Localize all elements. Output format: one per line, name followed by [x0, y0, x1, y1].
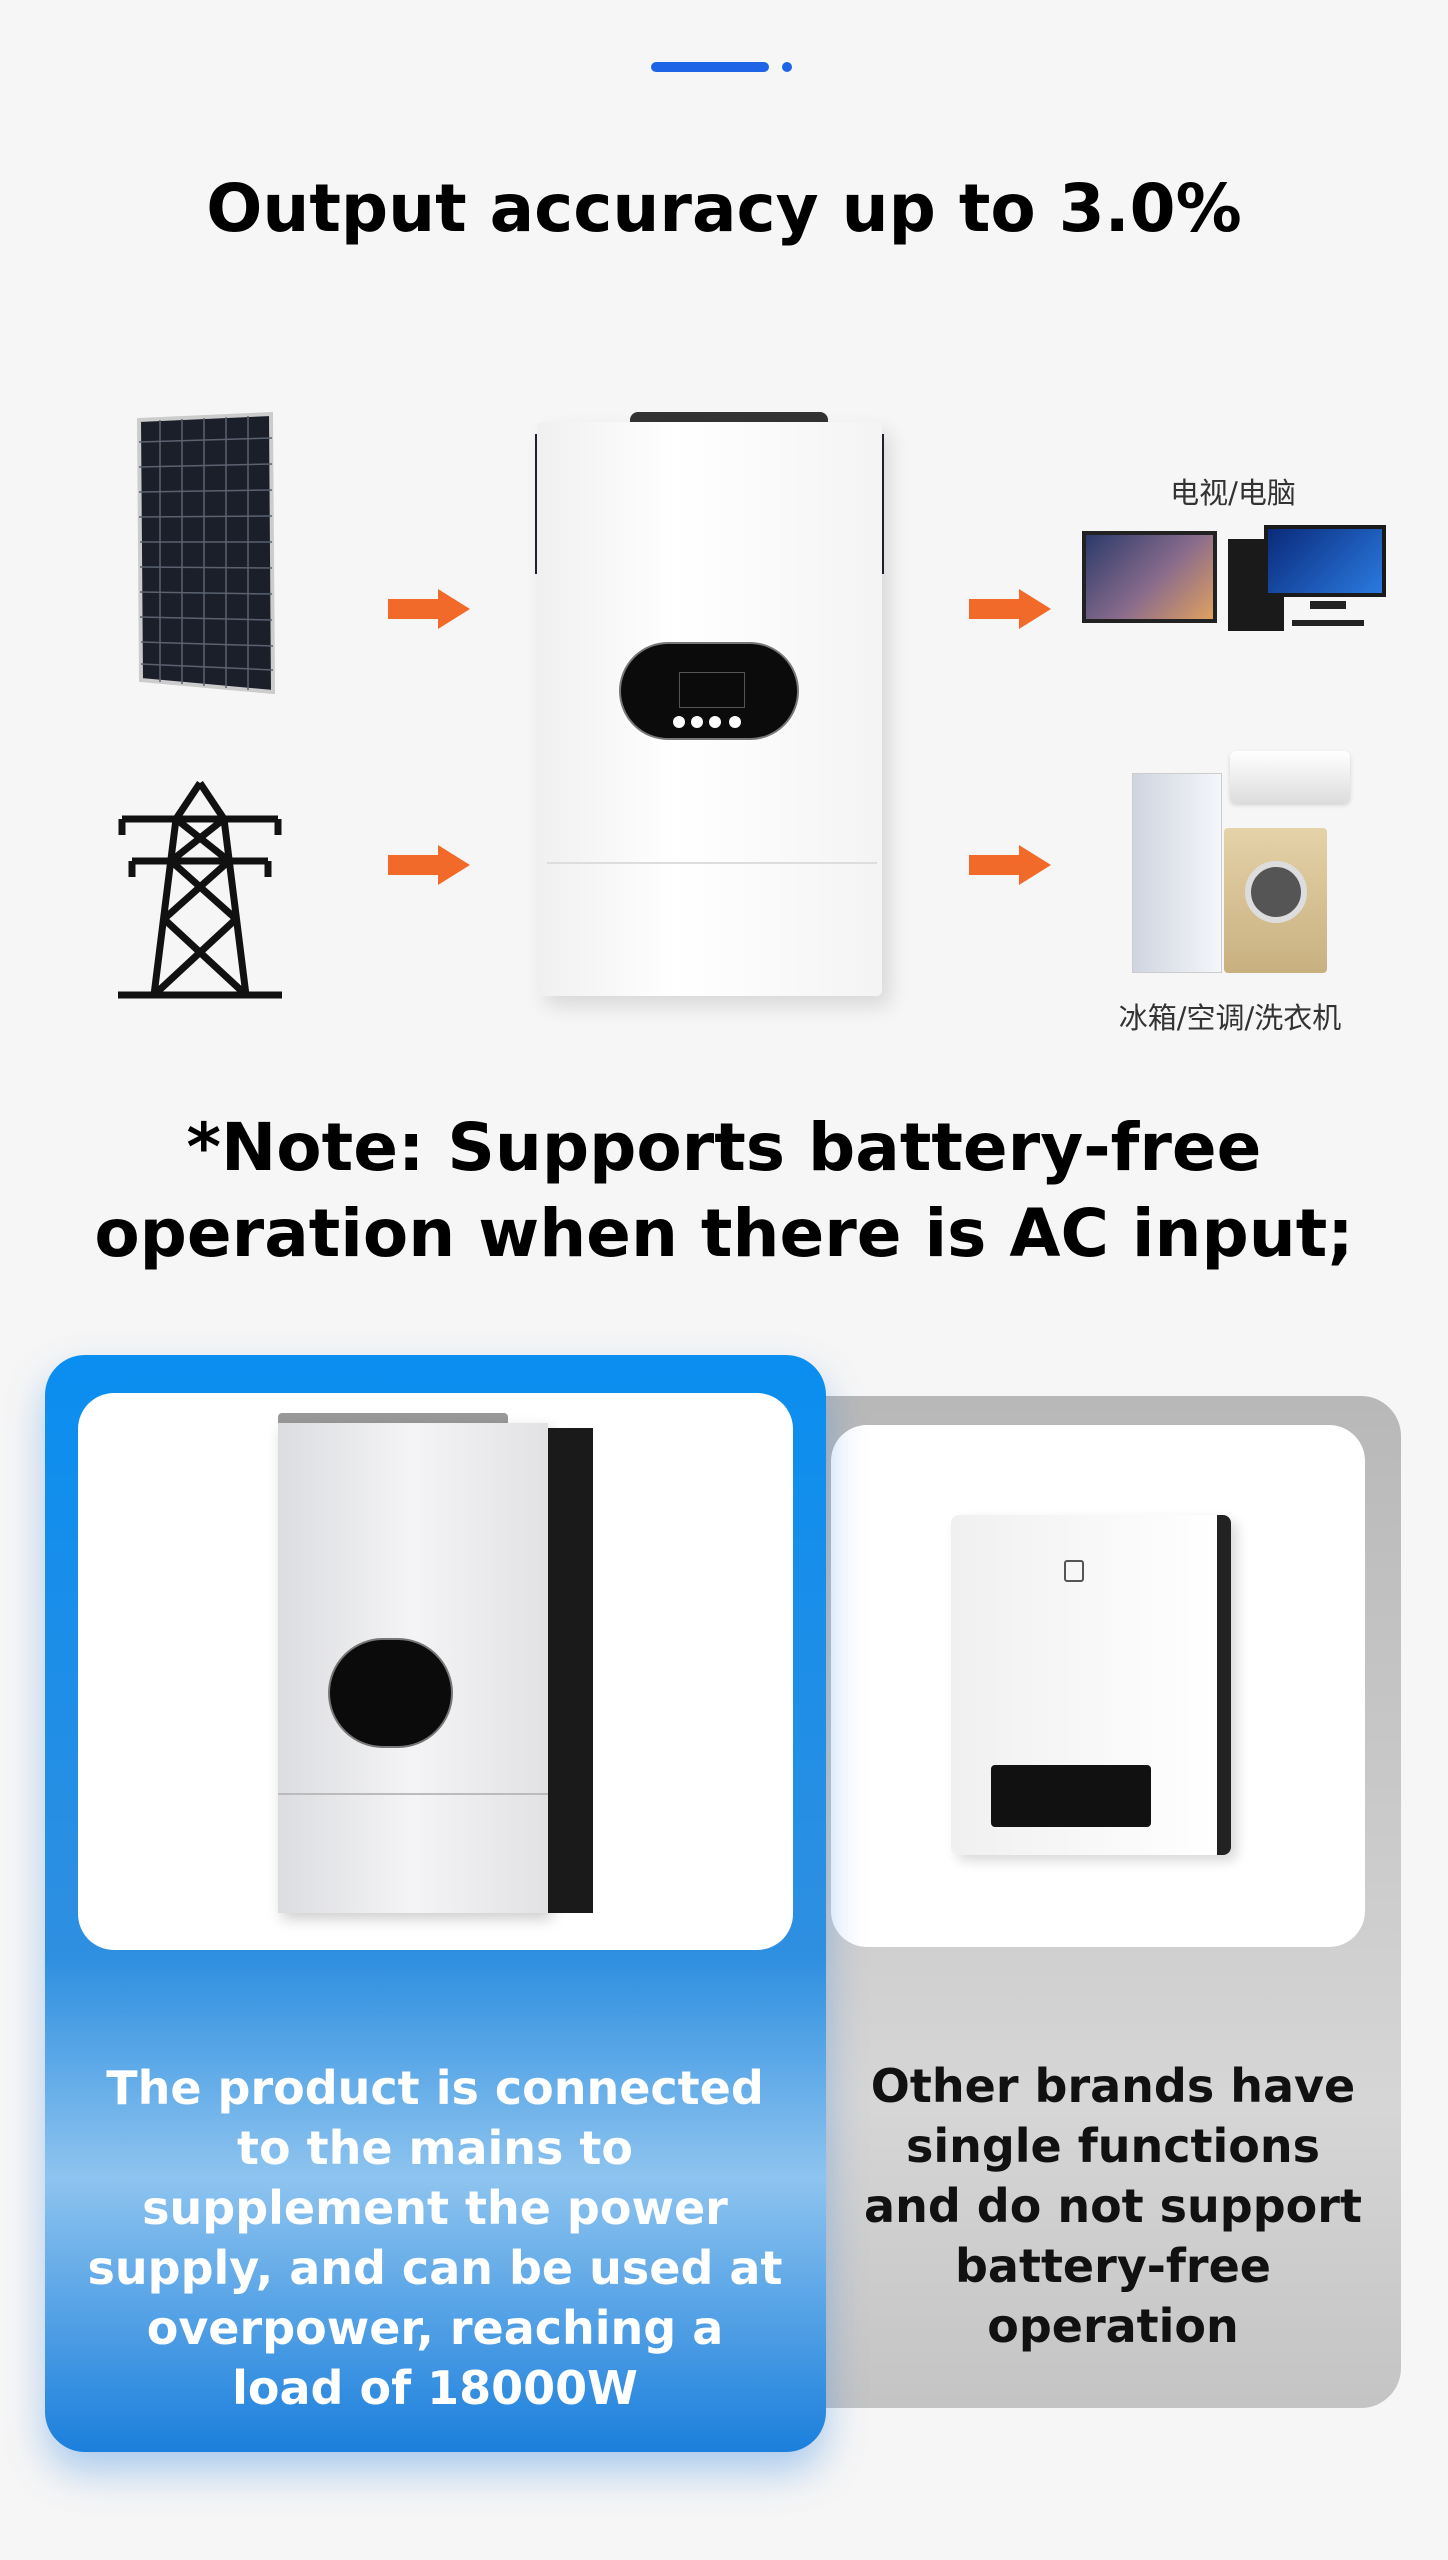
- our-product-image: [78, 1393, 793, 1950]
- power-tower-icon: [114, 779, 286, 999]
- output-label-appliances: 冰箱/空调/洗衣机: [1118, 1001, 1342, 1035]
- note-text: *Note: Supports battery-free operation wh…: [0, 1105, 1448, 1277]
- solar-panel-icon: [135, 411, 276, 695]
- our-product-text: The product is connected to the mains to…: [87, 2061, 783, 2415]
- arrow-right-icon: [388, 589, 470, 629]
- tv-computer-image: [1080, 521, 1400, 653]
- inverter-image: [535, 412, 884, 996]
- arrow-right-icon: [388, 845, 470, 885]
- note-line-2: operation when there is AC input;: [94, 1195, 1354, 1272]
- other-brands-text: Other brands have single functions and d…: [864, 2059, 1362, 2353]
- other-brands-card: Other brands have single functions and d…: [823, 1396, 1401, 2408]
- page-indicator-active: [651, 62, 769, 72]
- appliances-image: [1132, 749, 1352, 979]
- page-indicator-dot: [782, 62, 792, 72]
- output-label-tv-pc: 电视/电脑: [1170, 476, 1296, 510]
- control-panel: [619, 642, 799, 740]
- note-line-1: *Note: Supports battery-free: [186, 1109, 1262, 1186]
- arrow-right-icon: [969, 589, 1051, 629]
- our-product-card: The product is connected to the mains to…: [45, 1355, 826, 2452]
- other-brand-image: [831, 1425, 1365, 1947]
- page-title: Output accuracy up to 3.0%: [206, 170, 1242, 247]
- arrow-right-icon: [969, 845, 1051, 885]
